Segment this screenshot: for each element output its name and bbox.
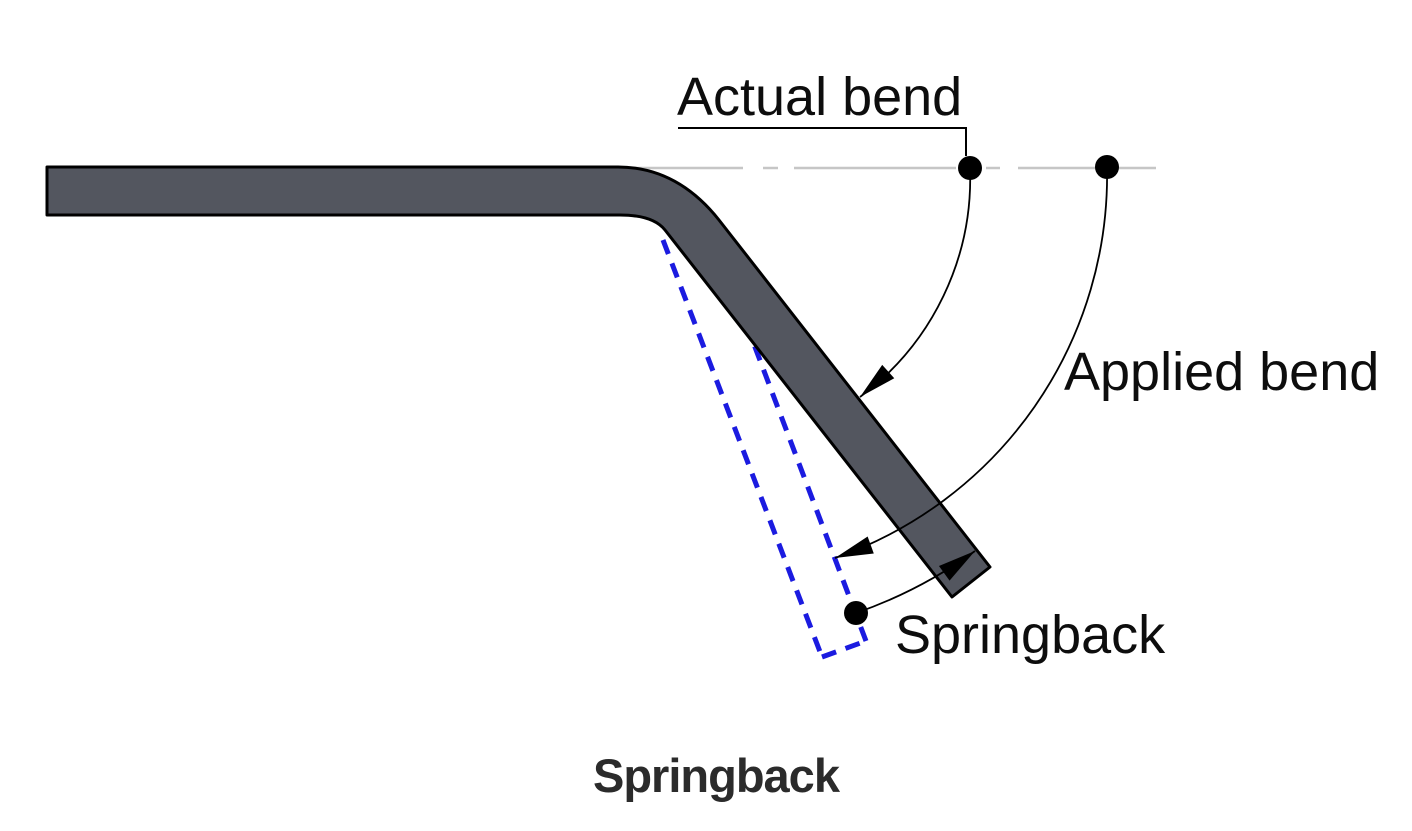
applied-bend-arrowhead [835, 536, 874, 558]
applied-position-dashed-outline [660, 239, 869, 660]
sheet-solid [45, 165, 992, 599]
actual-bend-leader-line [678, 127, 967, 156]
applied-bend-label: Applied bend [1064, 342, 1380, 402]
springback-annotation-label: Springback [895, 605, 1166, 665]
applied-bend-dot [1095, 155, 1119, 179]
reference-dots [844, 155, 1119, 625]
springback-dot [844, 601, 868, 625]
actual-bend-arrowhead [860, 364, 895, 397]
actual-bend-label: Actual bend [677, 67, 963, 127]
actual-bend-arc [859, 167, 972, 398]
arrowheads [835, 364, 975, 581]
diagram-caption: Springback [593, 749, 840, 802]
actual-bend-dot [958, 156, 982, 180]
applied-bend-arc [834, 166, 1108, 559]
springback-arrowhead [938, 551, 975, 581]
